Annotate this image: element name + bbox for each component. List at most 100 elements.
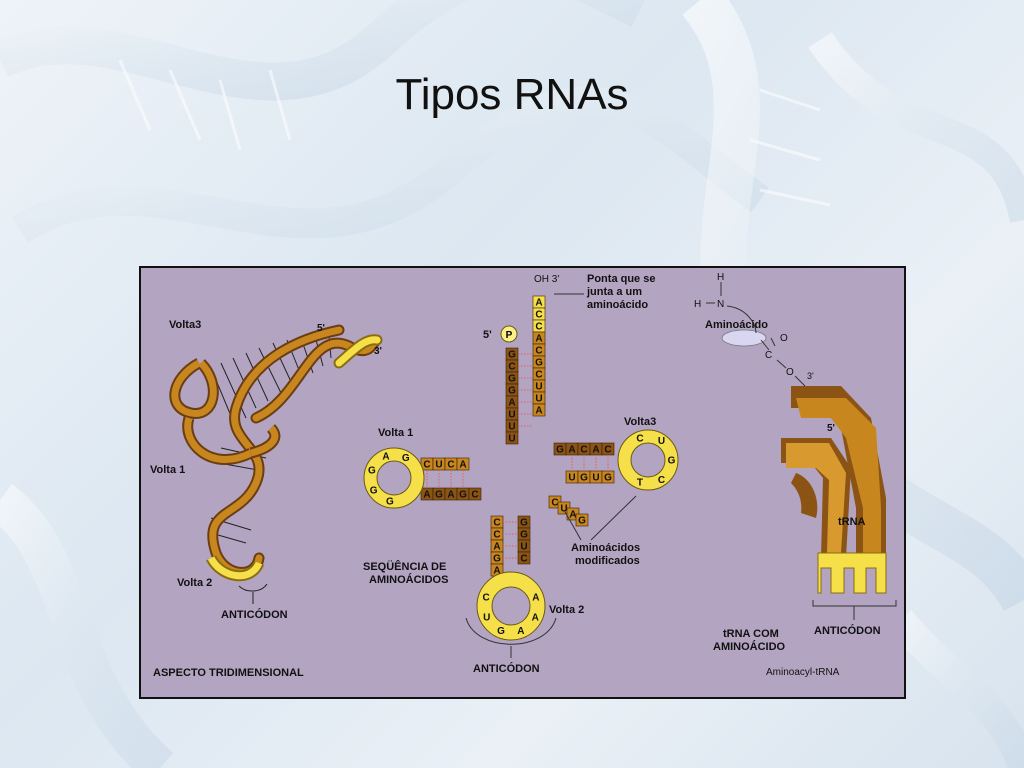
label-n: N [717, 299, 724, 310]
aminoacyl-trna [706, 282, 897, 620]
label-ponta-line1: Ponta que se [587, 273, 655, 285]
nucleotide-tloop-2: G [668, 456, 676, 467]
caption-right-line2: AMINOÁCIDO [713, 640, 786, 653]
nucleotide-darm-bottom-4-box [468, 487, 482, 501]
nucleotide-darm-bottom-4: C [471, 490, 478, 501]
nucleotide-dloop-1: A [382, 451, 389, 462]
nucleotide-tarm-top-2: C [580, 445, 587, 456]
nucleotide-darm-bottom-1: G [435, 490, 443, 501]
nucleotide-tarm-top-1: A [568, 445, 575, 456]
nucleotide-tloop-0: C [636, 433, 643, 444]
label-mod-line1: Aminoácidos [571, 542, 640, 554]
nucleotide-tarm-bottom-1: G [580, 473, 588, 484]
trna-diagram-panel: Volta3 5' 3' Volta 1 Volta 2 ANTICÓDON A… [139, 266, 906, 699]
nucleotide-acceptor3-6: C [535, 370, 542, 381]
label-c: C [765, 350, 772, 361]
nucleotide-varloop-0: C [551, 498, 558, 509]
nucleotide-tarm-bottom-2: U [592, 473, 599, 484]
nucleotide-acceptor3-7: U [535, 382, 542, 393]
nucleotide-acarm-right-0: G [520, 518, 528, 529]
nucleotide-dloop-4: G [386, 497, 394, 508]
label-aminoacido: Aminoácido [705, 319, 768, 331]
label-volta3-cloverleaf: Volta3 [624, 416, 656, 428]
nucleotide-tloop-3: C [658, 475, 665, 486]
label-h-top: H [717, 272, 724, 283]
nucleotide-acceptor3-9-box [532, 403, 546, 417]
label-ponta-line2: junta a um [586, 286, 642, 298]
nucleotide-acceptor3-4: C [535, 346, 542, 357]
nucleotide-acarm-right-2: U [520, 542, 527, 553]
nucleotide-acarm-right-3-box [517, 551, 531, 565]
nucleotide-acarm-right-3: C [520, 554, 527, 565]
nucleotide-dloop-2: G [368, 465, 376, 476]
nucleotide-acceptor5-7: U [508, 434, 515, 445]
label-anticodon-cloverleaf: ANTICÓDON [473, 662, 540, 675]
nucleotide-darm-bottom-2: A [447, 490, 454, 501]
label-volta1-3d: Volta 1 [150, 464, 185, 476]
label-anticodon-right: ANTICÓDON [814, 624, 881, 637]
nucleotide-acloop-1: U [483, 612, 490, 623]
nucleotide-acarm-left-0: C [493, 518, 500, 529]
trna-3d-structure [169, 324, 383, 604]
nucleotide-tloop-1: U [658, 436, 665, 447]
nucleotide-acceptor5-7-box [505, 431, 519, 445]
nucleotide-acceptor5-3: G [508, 386, 516, 397]
label-seq-line1: SEQÜÊNCIA DE [363, 560, 446, 573]
nucleotide-acceptor5-5: U [508, 410, 515, 421]
label-h-left: H [694, 299, 701, 310]
nucleotide-acloop-5: A [532, 592, 539, 603]
label-volta2-3d: Volta 2 [177, 577, 212, 589]
nucleotide-acceptor5-6: U [508, 422, 515, 433]
slide-title: Tipos RNAs [395, 70, 629, 119]
caption-aminoacyl: Aminoacyl-tRNA [766, 667, 840, 678]
nucleotide-darm-top-3: A [459, 460, 466, 471]
nucleotide-darm-bottom-3: G [459, 490, 467, 501]
nucleotide-acarm-left-2: A [493, 542, 500, 553]
nucleotide-tarm-top-4: C [604, 445, 611, 456]
nucleotide-acceptor5-4: A [508, 398, 515, 409]
trna-diagram: Volta3 5' 3' Volta 1 Volta 2 ANTICÓDON A… [150, 272, 897, 679]
nucleotide-acceptor3-3: A [535, 334, 542, 345]
nucleotide-acceptor3-1: C [535, 310, 542, 321]
phosphate-label: P [506, 330, 513, 341]
label-trna: tRNA [838, 516, 866, 528]
label-5prime-3d: 5' [317, 323, 325, 334]
label-ponta-line3: aminoácido [587, 299, 648, 311]
nucleotide-tarm-bottom-0: U [568, 473, 575, 484]
nucleotide-varloop-3: G [578, 516, 586, 527]
label-seq-line2: AMINOÁCIDOS [369, 573, 448, 586]
nucleotide-darm-top-0: C [423, 460, 430, 471]
caption-right-line1: tRNA COM [723, 628, 779, 640]
label-volta2-cloverleaf: Volta 2 [549, 604, 584, 616]
nucleotide-acceptor5-1: C [508, 362, 515, 373]
nucleotide-acceptor3-8: U [535, 394, 542, 405]
nucleotide-acarm-left-4: A [493, 566, 500, 577]
nucleotide-acloop-3: A [517, 626, 524, 637]
label-anticodon-3d: ANTICÓDON [221, 608, 288, 621]
nucleotide-varloop-1: U [560, 504, 567, 515]
nucleotide-dloop-3: G [370, 485, 378, 496]
nucleotide-tarm-bottom-3: G [604, 473, 612, 484]
label-3prime-3d: 3' [374, 346, 382, 357]
label-mod-line2: modificados [575, 555, 640, 567]
nucleotide-acloop-2: G [497, 626, 505, 637]
nucleotide-darm-bottom-0: A [423, 490, 430, 501]
nucleotide-acceptor3-2: C [535, 322, 542, 333]
label-3prime-right: 3' [807, 371, 814, 381]
nucleotide-acarm-left-3: G [493, 554, 501, 565]
nucleotide-acceptor3-0: A [535, 298, 542, 309]
nucleotide-acloop-4: A [532, 612, 539, 623]
nucleotide-darm-top-2: C [447, 460, 454, 471]
nucleotide-dloop-0: G [402, 453, 410, 464]
nucleotide-tarm-top-0: G [556, 445, 564, 456]
nucleotide-acceptor3-5: G [535, 358, 543, 369]
nucleotide-varloop-2: A [569, 510, 576, 521]
nucleotide-darm-top-1: U [435, 460, 442, 471]
nucleotide-varloop-3-box [575, 513, 589, 527]
nucleotide-acceptor5-2: G [508, 374, 516, 385]
label-5prime-right: 5' [827, 423, 835, 434]
nucleotide-tarm-top-3: A [592, 445, 599, 456]
label-volta3-3d: Volta3 [169, 319, 201, 331]
label-5prime-cloverleaf: 5' [483, 329, 492, 341]
